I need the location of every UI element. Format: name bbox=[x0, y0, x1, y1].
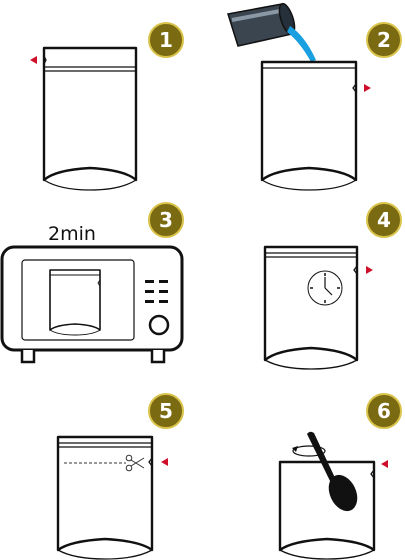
pouch-icon bbox=[260, 60, 358, 191]
step-5: 5 bbox=[56, 393, 184, 560]
clock-icon bbox=[307, 270, 343, 306]
step-6: 6 bbox=[278, 393, 402, 560]
pouch-icon bbox=[278, 460, 376, 560]
step-badge-1: 1 bbox=[148, 22, 184, 58]
step-number-3: 3 bbox=[159, 208, 173, 232]
scissors-icon bbox=[125, 454, 145, 472]
rotate-arrow-icon bbox=[292, 445, 326, 457]
step-badge-5: 5 bbox=[148, 393, 184, 429]
step-number-1: 1 bbox=[159, 28, 173, 52]
tear-notch-marker bbox=[381, 460, 388, 468]
step-3: 3 2min bbox=[0, 202, 184, 364]
step-4: 4 bbox=[263, 202, 402, 370]
step-number-5: 5 bbox=[159, 399, 173, 423]
timer-label: 2min bbox=[48, 223, 96, 245]
pouch-icon bbox=[42, 46, 138, 191]
step-number-2: 2 bbox=[377, 28, 391, 52]
step-1: 1 bbox=[30, 22, 184, 191]
spoon-icon bbox=[307, 431, 358, 512]
tear-notch-marker bbox=[161, 458, 168, 466]
tear-notch-marker bbox=[364, 84, 371, 92]
step-number-6: 6 bbox=[377, 399, 391, 423]
step-badge-2: 2 bbox=[366, 22, 402, 58]
water-stream-icon bbox=[287, 26, 316, 62]
microwave-icon bbox=[0, 245, 184, 364]
tear-notch-marker bbox=[366, 266, 373, 274]
step-badge-6: 6 bbox=[366, 393, 402, 429]
control-panel bbox=[145, 280, 170, 336]
step-badge-4: 4 bbox=[366, 202, 402, 238]
pouch-icon bbox=[263, 245, 359, 370]
cup-icon bbox=[227, 2, 296, 47]
step-badge-3: 3 bbox=[148, 202, 184, 238]
tear-notch-marker bbox=[30, 56, 37, 64]
pouch-icon bbox=[49, 269, 101, 336]
step-number-4: 4 bbox=[377, 208, 391, 232]
pouch-icon bbox=[56, 435, 154, 560]
step-2: 2 bbox=[227, 2, 402, 191]
